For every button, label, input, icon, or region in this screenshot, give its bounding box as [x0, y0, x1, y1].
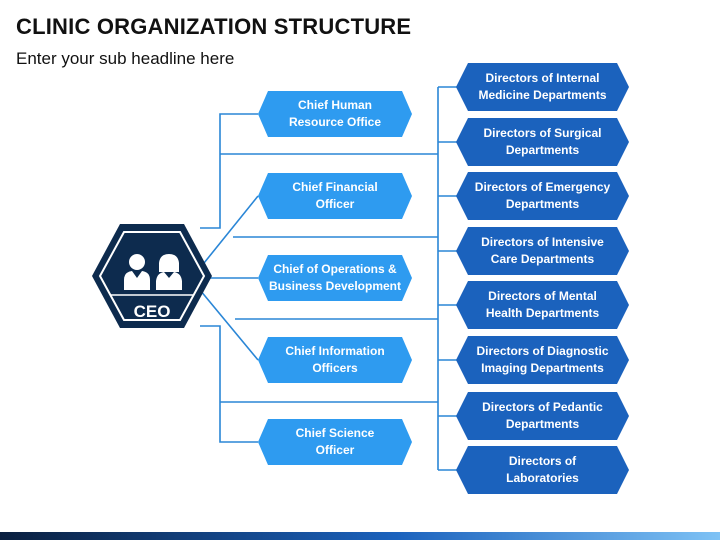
director-label-3: Directors of Emergency Departments: [474, 180, 611, 211]
connector-cio: [199, 289, 259, 361]
bottom-accent-bar: [0, 532, 720, 540]
chief-label-4: Chief Information Officers: [285, 344, 385, 375]
chief-hex-3: [258, 255, 412, 301]
director-hex-7: [456, 392, 629, 440]
ceo-label: CEO: [133, 302, 171, 321]
director-hexagons: [456, 63, 629, 494]
people-icon: [124, 254, 182, 290]
director-hex-1: [456, 63, 629, 111]
director-label-8: Directors of Laboratories: [506, 454, 579, 485]
director-label-6: Directors of Diagnostic Imaging Departme…: [476, 344, 609, 375]
director-label-7: Directors of Pedantic Departments: [482, 400, 603, 431]
chief-label-3: Chief of Operations & Business Developme…: [268, 262, 402, 293]
ceo-node: [92, 224, 212, 328]
chief-label-1: Chief Human Resource Office: [288, 98, 382, 129]
chief-label-5: Chief Science Officer: [295, 426, 375, 457]
chief-hex-2: [258, 173, 412, 219]
ceo-bottom-connector: [200, 325, 258, 443]
director-hex-5: [456, 281, 629, 329]
chief-hex-4: [258, 337, 412, 383]
chief-hex-5: [258, 419, 412, 465]
chief-hex-1: [258, 91, 412, 137]
director-hex-2: [456, 118, 629, 166]
page-subtitle: Enter your sub headline here: [16, 49, 235, 68]
director-hex-8: [456, 446, 629, 494]
connector-lines: [199, 86, 458, 471]
director-hex-3: [456, 172, 629, 220]
ceo-top-connector: [200, 113, 258, 229]
director-label-4: Directors of Intensive Care Departments: [481, 235, 604, 266]
connector-cfo: [199, 195, 259, 269]
page-title: CLINIC ORGANIZATION STRUCTURE: [16, 14, 412, 39]
director-label-1: Directors of Internal Medicine Departmen…: [478, 71, 607, 102]
director-label-5: Directors of Mental Health Departments: [485, 289, 600, 320]
director-hex-6: [456, 336, 629, 384]
director-label-2: Directors of Surgical Departments: [483, 126, 602, 157]
director-hex-4: [456, 227, 629, 275]
chief-hexagons: [258, 91, 412, 465]
chief-label-2: Chief Financial Officer: [292, 180, 378, 211]
